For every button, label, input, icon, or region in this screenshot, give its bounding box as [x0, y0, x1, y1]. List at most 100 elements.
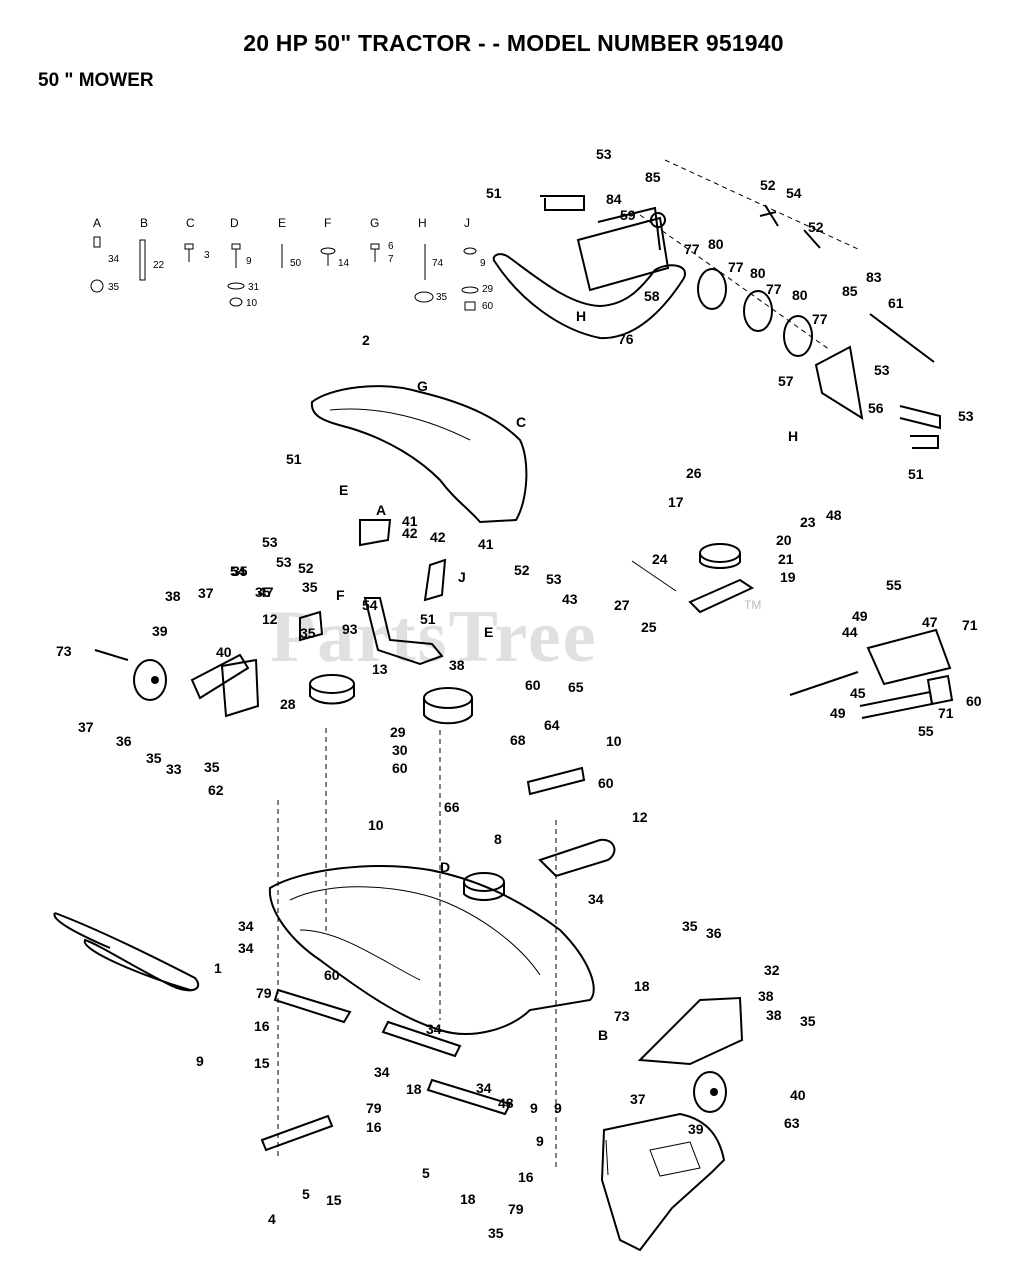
callout-label: 9 — [196, 1053, 204, 1069]
callout-label: H — [576, 308, 586, 324]
callout-label: 20 — [776, 532, 792, 548]
callout-label: 77 — [728, 259, 744, 275]
callout-label: 18 — [460, 1191, 476, 1207]
callout-label: 77 — [766, 281, 782, 297]
legend-key-b: B — [140, 216, 148, 230]
callout-label: 83 — [866, 269, 882, 285]
legend-g-part: 7 — [388, 254, 394, 265]
callout-label: 48 — [826, 507, 842, 523]
callout-label: 71 — [962, 617, 978, 633]
callout-label: 51 — [908, 466, 924, 482]
legend-j-part: 60 — [482, 301, 494, 312]
callout-label: 9 — [530, 1100, 538, 1116]
legend-d-part: 10 — [246, 298, 258, 309]
callout-label: 18 — [634, 978, 650, 994]
callout-label: 13 — [372, 661, 388, 677]
hardware-legend: A B C D E F G H J 34 35 22 3 9 31 10 50 … — [90, 216, 494, 312]
legend-key-f: F — [324, 216, 331, 230]
callout-label: 5 — [422, 1165, 430, 1181]
callout-label: 26 — [686, 465, 702, 481]
legend-f-part: 14 — [338, 258, 350, 269]
callout-label: 73 — [614, 1008, 630, 1024]
callout-label: 54 — [230, 563, 246, 579]
callout-label: F — [336, 587, 345, 603]
callout-label: 53 — [874, 362, 890, 378]
callout-label: 85 — [842, 283, 858, 299]
callout-label: 57 — [778, 373, 794, 389]
front-bracket-drawing — [526, 766, 616, 878]
callout-label: 76 — [618, 331, 634, 347]
callout-label: 1 — [214, 960, 222, 976]
callout-label: 42 — [402, 525, 418, 541]
callout-label: D — [440, 859, 450, 875]
legend-e-part: 50 — [290, 258, 302, 269]
callout-label: 17 — [668, 494, 684, 510]
legend-d-part: 9 — [246, 256, 252, 267]
callout-label: 35 — [488, 1225, 504, 1241]
callout-label: 16 — [366, 1119, 382, 1135]
callout-label: 48 — [498, 1095, 514, 1111]
callout-label: 47 — [258, 584, 274, 600]
callout-label: 34 — [426, 1021, 442, 1037]
callout-label: G — [417, 378, 428, 394]
callout-label: 34 — [238, 940, 254, 956]
legend-h-part: 35 — [436, 292, 448, 303]
legend-d-part: 31 — [248, 282, 260, 293]
lift-link-drawing — [789, 628, 954, 719]
callout-label: 41 — [402, 513, 418, 529]
callout-label: 9 — [554, 1100, 562, 1116]
legend-j-part: 29 — [482, 284, 494, 295]
callout-label: 53 — [958, 408, 974, 424]
callout-label: 51 — [486, 185, 502, 201]
callout-label: 10 — [368, 817, 384, 833]
callout-label: 16 — [254, 1018, 270, 1034]
callout-label: 10 — [606, 733, 622, 749]
callout-label: 36 — [706, 925, 722, 941]
callout-label: 79 — [508, 1201, 524, 1217]
callout-label: 36 — [116, 733, 132, 749]
callout-label: 15 — [326, 1192, 342, 1208]
callout-label: H — [788, 428, 798, 444]
callout-label: 55 — [886, 577, 902, 593]
legend-key-h: H — [418, 216, 427, 230]
callout-label: 25 — [641, 619, 657, 635]
callout-label: 35 — [255, 584, 271, 600]
callout-label: 73 — [56, 643, 72, 659]
callout-labels: 53 51 84 59 85 52 54 52 58 77 80 77 80 7… — [56, 146, 982, 1241]
callout-label: 35 — [302, 579, 318, 595]
callout-label: 27 — [614, 597, 630, 613]
callout-label: J — [458, 569, 466, 585]
callout-label: 21 — [778, 551, 794, 567]
callout-label: 43 — [562, 591, 578, 607]
spindle-drawing — [631, 543, 755, 614]
legend-key-j: J — [464, 216, 470, 230]
callout-label: 35 — [204, 759, 220, 775]
right-gauge-wheel-drawing — [637, 996, 744, 1113]
callout-label: 62 — [208, 782, 224, 798]
callout-label: 38 — [758, 988, 774, 1004]
callout-label: 52 — [760, 177, 776, 193]
callout-label: 34 — [588, 891, 604, 907]
callout-label: 77 — [684, 241, 700, 257]
callout-label: 47 — [922, 614, 938, 630]
callout-label: 85 — [645, 169, 661, 185]
idler-assembly-drawing — [540, 159, 941, 449]
callout-label: 53 — [546, 571, 562, 587]
callout-label: 52 — [298, 560, 314, 576]
callout-label: 28 — [280, 696, 296, 712]
callout-label: 24 — [652, 551, 668, 567]
callout-label: 52 — [808, 219, 824, 235]
callout-label: 38 — [165, 588, 181, 604]
callout-label: 23 — [800, 514, 816, 530]
callout-label: 54 — [786, 185, 802, 201]
callout-label: 2 — [362, 332, 370, 348]
callout-label: 63 — [784, 1115, 800, 1131]
legend-a-part: 35 — [108, 282, 120, 293]
callout-label: 18 — [406, 1081, 422, 1097]
callout-label: 49 — [852, 608, 868, 624]
callout-label: 32 — [764, 962, 780, 978]
watermark-logo: PartsTree — [270, 596, 598, 678]
callout-label: 80 — [750, 265, 766, 281]
brackets-drawing — [299, 519, 447, 666]
